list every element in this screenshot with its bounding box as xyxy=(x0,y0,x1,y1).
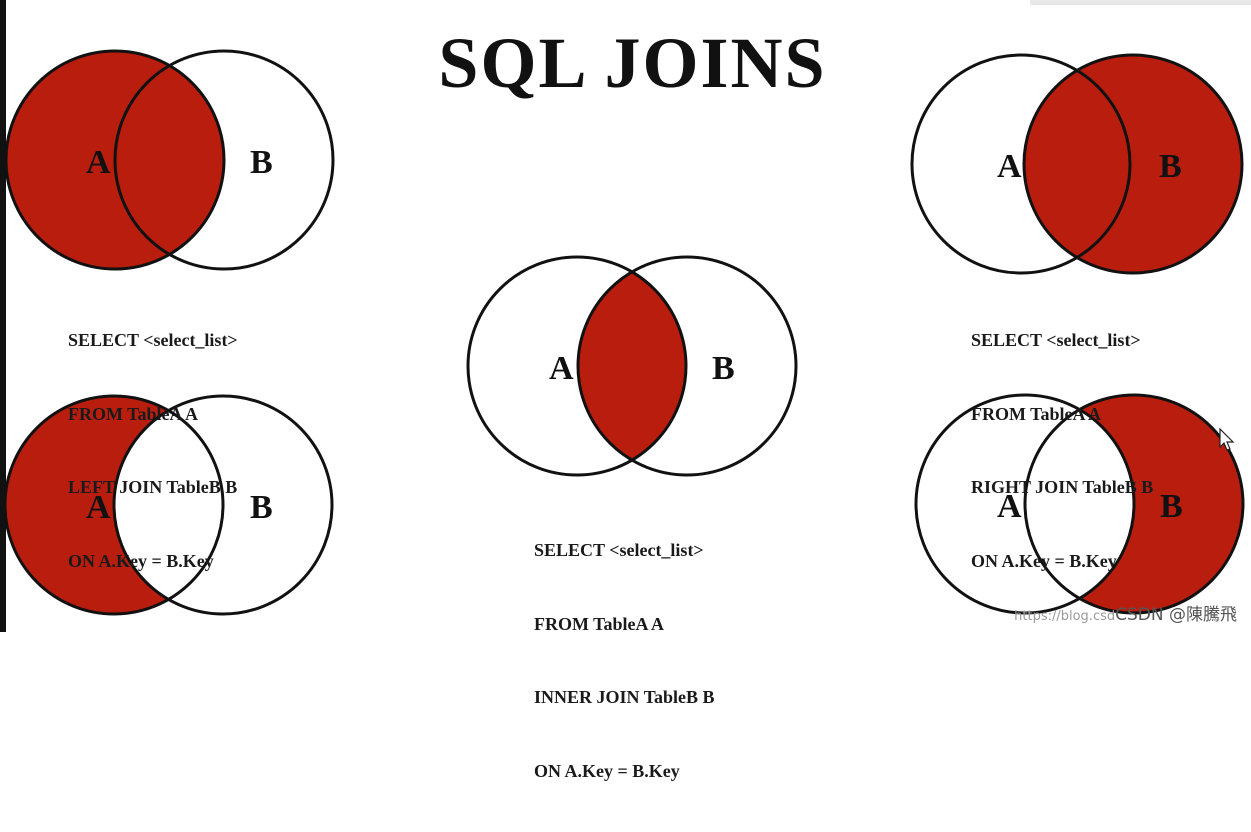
right-excluding-join-venn: A B xyxy=(914,393,1245,615)
left-join-venn: A B xyxy=(4,49,335,271)
label-b: B xyxy=(1159,148,1182,185)
inner-join-venn: A B xyxy=(466,255,798,477)
code-line: INNER JOIN TableB B xyxy=(534,687,715,707)
circle-a-outline xyxy=(3,394,225,616)
circle-b-outline xyxy=(1022,53,1244,275)
circle-a-outline xyxy=(4,49,226,271)
venn-diagrams: A B A B A B A B xyxy=(3,49,1245,616)
circle-b-outline xyxy=(112,394,334,616)
circle-b-outline xyxy=(113,49,335,271)
window-edge xyxy=(0,0,6,632)
circle-a-outline xyxy=(466,255,688,477)
left-join-query: SELECT <select_list> FROM TableA A LEFT … xyxy=(68,279,238,622)
circle-a-outline xyxy=(910,53,1132,275)
label-a: A xyxy=(86,489,111,526)
inner-join-query: SELECT <select_list> FROM TableA A INNER… xyxy=(534,489,715,832)
watermark-url: https://blog.csd xyxy=(1014,609,1116,624)
circle-b-outline xyxy=(1023,393,1245,615)
label-a: A xyxy=(86,144,111,181)
label-b: B xyxy=(250,489,273,526)
circle-a-outline xyxy=(914,393,1136,615)
label-a: A xyxy=(997,148,1022,185)
code-line: FROM TableA A xyxy=(68,403,199,424)
label-a: A xyxy=(997,488,1022,525)
code-line: SELECT <select_list> xyxy=(68,330,238,350)
watermark: https://blog.csdCSDN @陳騰飛 xyxy=(1014,600,1237,625)
right-join-query: SELECT <select_list> FROM TableA A RIGHT… xyxy=(971,279,1153,622)
intersection xyxy=(578,257,686,475)
code-line: LEFT JOIN TableB B xyxy=(68,477,238,497)
right-join-venn: A B xyxy=(910,53,1244,275)
mouse-cursor-icon xyxy=(1219,428,1235,451)
code-line: FROM TableA A xyxy=(971,403,1102,424)
top-edge-strip xyxy=(1030,0,1251,5)
code-line: ON A.Key = B.Key xyxy=(534,760,680,781)
label-b: B xyxy=(250,144,273,181)
code-line: RIGHT JOIN TableB B xyxy=(971,477,1154,497)
code-line: ON A.Key = B.Key xyxy=(68,550,214,571)
circle-b-outline xyxy=(576,255,798,477)
sql-joins-slide: SQL JOINS A B xyxy=(0,0,1251,781)
code-line: SELECT <select_list> xyxy=(971,330,1141,350)
code-line: FROM TableA A xyxy=(534,613,665,634)
label-b: B xyxy=(712,350,735,387)
circle-b xyxy=(1024,55,1242,273)
page-title: SQL JOINS xyxy=(438,23,827,103)
watermark-text: CSDN @陳騰飛 xyxy=(1115,605,1237,625)
code-line: SELECT <select_list> xyxy=(534,540,704,560)
left-excluding-join-venn: A B xyxy=(3,394,334,616)
label-b: B xyxy=(1160,488,1183,525)
label-a: A xyxy=(549,350,574,387)
code-line: ON A.Key = B.Key xyxy=(971,550,1117,571)
